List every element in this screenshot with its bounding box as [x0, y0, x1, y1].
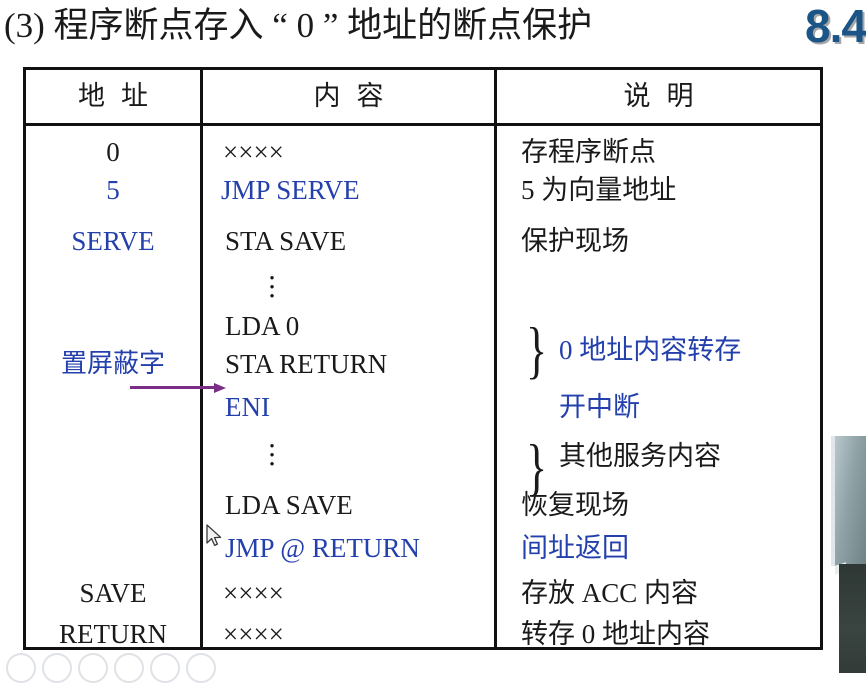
mouse-cursor	[206, 524, 224, 550]
slide-title-row: (3) 程序断点存入 “ 0 ” 地址的断点保护 8.4	[0, 0, 866, 54]
column-divider-1	[200, 70, 203, 647]
table-row: JMP @ RETURN	[225, 533, 420, 563]
video-edge-artifact	[831, 436, 866, 673]
table-row: 恢复现场	[521, 490, 629, 520]
table-row: ××××	[223, 137, 284, 167]
vertical-ellipsis: •••	[269, 438, 275, 471]
table-row: 0 地址内容转存	[559, 335, 742, 365]
arrow-shaft	[130, 386, 218, 389]
table-row: 置屏蔽字	[60, 349, 165, 378]
table-row: STA SAVE	[225, 226, 347, 256]
table-row: SERVE	[71, 226, 155, 256]
arrow-head	[214, 383, 226, 393]
table-row: 5	[106, 175, 120, 205]
header-content-char1: 内	[313, 81, 341, 111]
table-row: LDA 0	[225, 311, 300, 341]
table-row: JMP SERVE	[221, 175, 360, 205]
table-row: ××××	[223, 619, 284, 649]
table-row: 5 为向量地址	[521, 175, 677, 205]
vertical-ellipsis: •••	[269, 270, 275, 303]
program-table: 地址 内容 说明 0 ×××× 存程序断点 5 JMP SERVE 5 为向量地…	[23, 67, 823, 650]
page-title: (3) 程序断点存入 “ 0 ” 地址的断点保护	[4, 6, 593, 45]
table-row: 保护现场	[521, 226, 629, 256]
table-row: 其他服务内容	[559, 441, 721, 471]
table-header-address: 地址	[26, 70, 200, 123]
header-separator	[26, 123, 820, 126]
table-header-content: 内容	[203, 70, 494, 123]
table-row: LDA SAVE	[225, 490, 353, 520]
table-row: ××××	[223, 578, 284, 608]
header-note-char1: 说	[623, 81, 651, 111]
header-address-char2: 址	[121, 81, 148, 111]
table-row: ENI	[225, 392, 270, 422]
header-address-char1: 地	[78, 81, 105, 111]
column-divider-2	[494, 70, 497, 647]
table-row: SAVE	[79, 578, 147, 608]
table-row: RETURN	[59, 619, 167, 649]
header-note-char2: 明	[666, 81, 694, 111]
table-row: 转存 0 地址内容	[521, 619, 710, 649]
table-row: 存程序断点	[521, 137, 656, 167]
table-row: 0	[106, 137, 120, 167]
table-row: 存放 ACC 内容	[521, 578, 699, 608]
table-row: 开中断	[559, 392, 640, 422]
table-row: STA RETURN	[225, 349, 388, 379]
table-header-note: 说明	[497, 70, 820, 123]
mask-word-arrow	[130, 383, 230, 393]
header-content-char2: 容	[356, 81, 384, 111]
section-number: 8.4	[805, 0, 866, 52]
decorative-circles	[6, 653, 306, 683]
table-row: 间址返回	[521, 533, 629, 563]
brace-transfer: }	[526, 314, 548, 386]
brace-service: }	[526, 431, 548, 503]
